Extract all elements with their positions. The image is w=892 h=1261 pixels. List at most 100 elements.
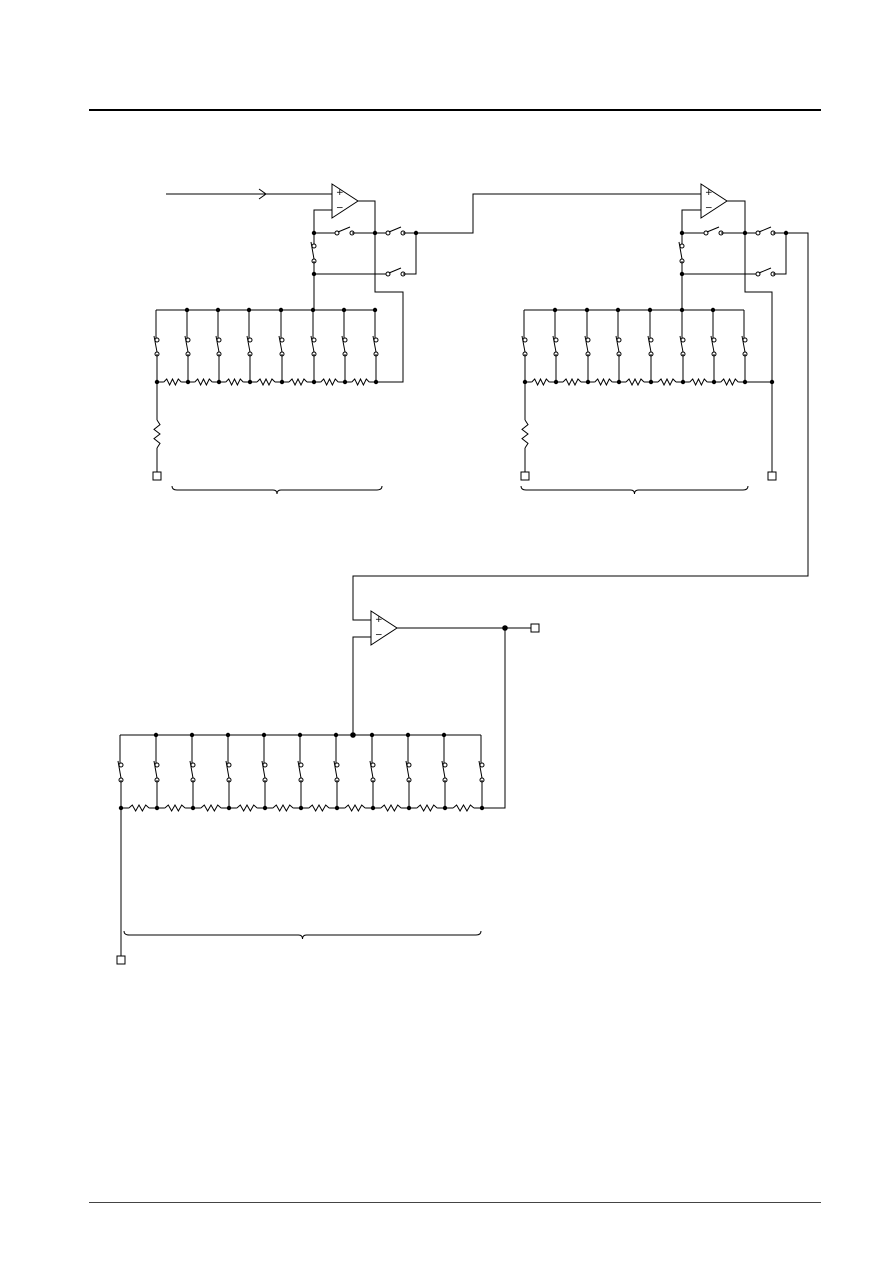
resistor: [452, 803, 475, 813]
resistor: [194, 377, 213, 387]
switch-blade: [369, 760, 374, 779]
op-amp-minus-sign: −: [705, 204, 713, 214]
resistor: [521, 419, 529, 449]
resistor: [288, 377, 308, 387]
switch-blade: [584, 335, 589, 353]
switch-blade: [310, 335, 315, 353]
switch-blade: [153, 760, 158, 779]
junction-dot: [341, 307, 347, 313]
junction-dot: [552, 307, 558, 313]
junction-dot: [710, 307, 716, 313]
resistor: [625, 377, 645, 387]
resistor: [272, 803, 294, 813]
wire: [727, 200, 746, 233]
switch-blade: [261, 760, 266, 779]
junction-dot: [350, 732, 356, 738]
switch-contact: [522, 337, 528, 343]
junction-dot: [297, 732, 303, 738]
header-rule: [89, 109, 821, 111]
switch-blade: [758, 267, 772, 274]
switch-blade: [341, 335, 346, 353]
resistor: [531, 377, 550, 387]
junction-dot: [189, 732, 195, 738]
switch-blade: [153, 335, 158, 353]
junction-dot: [647, 307, 653, 313]
switch-blade: [552, 335, 557, 353]
switch-contact: [406, 762, 412, 768]
switch-blade: [333, 760, 338, 779]
terminal-pin: [152, 471, 162, 481]
switch-contact: [334, 762, 340, 768]
switch-blade: [388, 226, 402, 233]
wire: [773, 233, 787, 275]
switch-contact: [311, 243, 317, 249]
op-amp: [370, 610, 398, 646]
op-amp-plus-sign: +: [705, 188, 713, 198]
resistor: [200, 803, 222, 813]
resistor: [344, 803, 366, 813]
upper-left-ladder-block: +−: [152, 183, 701, 495]
resistor: [657, 377, 677, 387]
switch-contact: [226, 762, 232, 768]
junction-dot: [333, 732, 339, 738]
input-arrow-head: [258, 188, 267, 200]
brace: [171, 485, 383, 495]
junction-dot: [441, 732, 447, 738]
op-amp-plus-sign: +: [336, 188, 344, 198]
resistor: [308, 803, 330, 813]
switch-blade: [615, 335, 620, 353]
switch-contact: [247, 337, 253, 343]
switch-blade: [297, 760, 302, 779]
switch-blade: [405, 760, 410, 779]
switch-contact: [553, 337, 559, 343]
brace: [123, 930, 482, 940]
switch-blade: [337, 226, 351, 233]
switch-blade: [225, 760, 230, 779]
switch-contact: [585, 337, 591, 343]
resistor: [351, 377, 370, 387]
switch-contact: [154, 762, 160, 768]
resistor: [720, 377, 739, 387]
resistor: [416, 803, 438, 813]
switch-blade: [710, 335, 715, 353]
switch-contact: [185, 337, 191, 343]
switch-contact: [370, 762, 376, 768]
switch-contact: [190, 762, 196, 768]
wire: [403, 233, 417, 275]
terminal-pin: [520, 471, 530, 481]
switch-contact: [479, 762, 485, 768]
junction-dot: [153, 732, 159, 738]
switch-contact: [279, 337, 285, 343]
resistor: [562, 377, 582, 387]
op-amp: [700, 183, 728, 219]
switch-contact: [648, 337, 654, 343]
resistor: [153, 419, 161, 449]
switch-contact: [679, 243, 685, 249]
switch-blade: [741, 335, 746, 353]
switch-blade: [388, 267, 402, 274]
junction-dot: [584, 307, 590, 313]
resistor: [320, 377, 339, 387]
switch-blade: [679, 335, 684, 353]
junction-dot: [215, 307, 221, 313]
junction-dot: [261, 732, 267, 738]
junction-dot: [405, 732, 411, 738]
junction-dot: [184, 307, 190, 313]
upper-right-ladder-block: +−: [520, 183, 789, 495]
switch-blade: [117, 760, 122, 779]
switch-blade: [521, 335, 526, 353]
terminal-pin: [116, 955, 126, 965]
switch-contact: [311, 337, 317, 343]
switch-blade: [215, 335, 220, 353]
resistor: [689, 377, 708, 387]
switch-contact: [442, 762, 448, 768]
lower-ladder-block: +−: [116, 610, 540, 965]
junction-dot: [225, 732, 231, 738]
switch-blade: [441, 760, 446, 779]
op-amp-plus-sign: +: [375, 615, 383, 625]
switch-blade: [278, 335, 283, 353]
op-amp-minus-sign: −: [336, 204, 344, 214]
junction-dot: [369, 732, 375, 738]
